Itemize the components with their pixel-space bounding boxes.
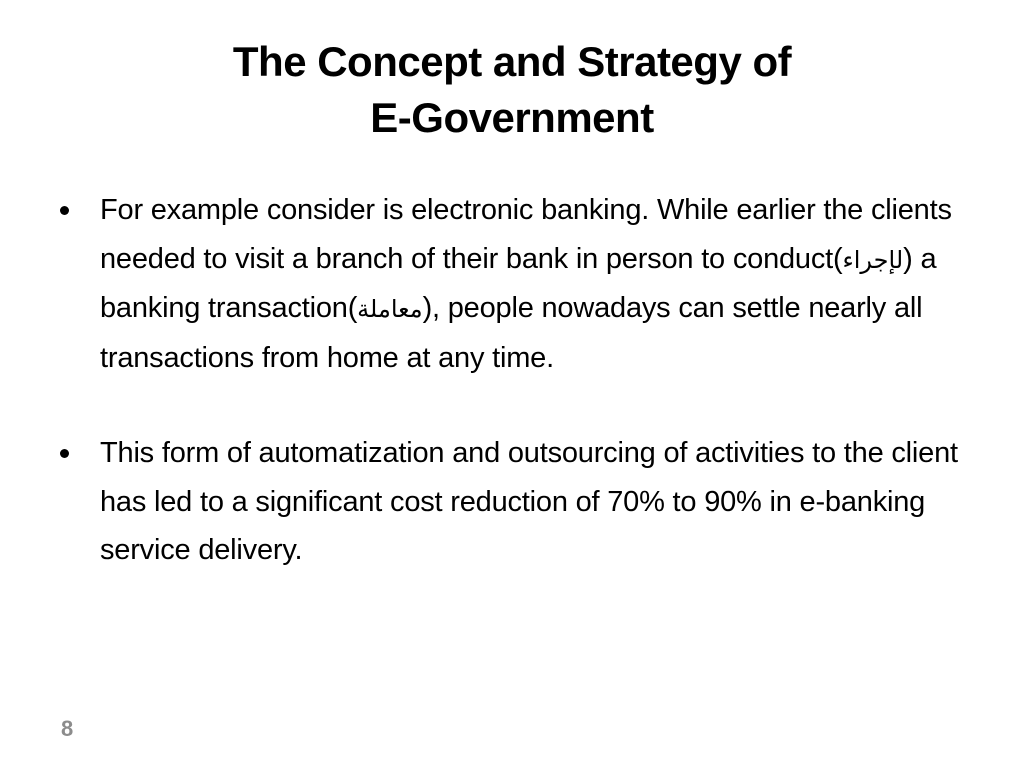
- bullet-item-cost-reduction: This form of automatization and outsourc…: [58, 429, 978, 575]
- arabic-term-transaction: معاملة: [357, 295, 423, 323]
- arabic-term-conduct: لإجراء: [842, 245, 904, 274]
- bullet-item-electronic-banking: For example consider is electronic banki…: [58, 186, 978, 382]
- text-segment: ) a banking transaction(: [100, 242, 937, 325]
- slide-title-line-2: E-Government: [370, 94, 654, 141]
- slide-title-line-1: The Concept and Strategy of: [232, 38, 792, 85]
- bullet-list: For example consider is electronic banki…: [58, 186, 978, 575]
- bullet-icon: [60, 449, 69, 458]
- slide-number: 8: [61, 716, 74, 741]
- bullet-icon: [60, 206, 69, 215]
- bullet-text: For example consider is electronic banki…: [100, 194, 952, 374]
- bullet-text: This form of automatization and outsourc…: [100, 437, 958, 566]
- slide-title: The Concept and Strategy of E-Government: [60, 34, 964, 146]
- text-segment: For example consider is electronic banki…: [100, 194, 952, 275]
- text-segment: ), people nowadays can settle nearly all…: [100, 292, 923, 374]
